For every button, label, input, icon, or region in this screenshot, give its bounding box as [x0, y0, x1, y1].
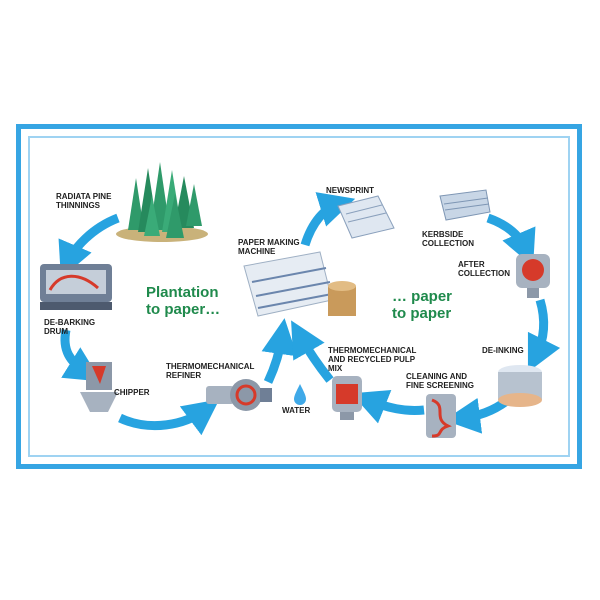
label-newsprint: NEWSPRINT [326, 186, 374, 195]
pine-trees-illustration [116, 162, 208, 242]
chipper-illustration [80, 362, 118, 412]
cleaning-screening-illustration [426, 394, 456, 438]
newsprint-illustration [337, 195, 395, 239]
label-paper-machine: PAPER MAKING MACHINE [238, 238, 300, 256]
label-after-collection: AFTER COLLECTION [458, 260, 510, 278]
deinking-tank [498, 365, 542, 407]
arrow-mix-to-machine [291, 320, 334, 383]
label-debarking-drum: DE-BARKING DRUM [44, 318, 96, 336]
label-thermo-refiner: THERMOMECHANICAL REFINER [166, 362, 255, 380]
label-kerbside: KERBSIDE COLLECTION [422, 230, 474, 248]
arrow-kerbside-to-after [486, 213, 536, 267]
after-collection-tank [516, 254, 550, 298]
label-cleaning: CLEANING AND FINE SCREENING [406, 372, 475, 390]
label-deinking: DE-INKING [482, 346, 524, 355]
label-radiata-pine: RADIATA PINE THINNINGS [56, 192, 112, 210]
kerbside-illustration [439, 189, 491, 221]
debarking-drum-illustration [40, 264, 112, 310]
water-drop-icon [294, 384, 306, 405]
paper-machine-illustration [243, 251, 356, 317]
arrow-cleaning-to-mix [351, 389, 425, 424]
pulp-mix-tank [332, 376, 362, 420]
arrow-machine-to-newsprint [300, 192, 356, 247]
arrow-drum-to-chipper [60, 329, 102, 382]
label-pulp-mix: THERMOMECHANICAL AND RECYCLED PULP MIX [328, 346, 417, 373]
arrow-chipper-to-refiner [118, 399, 220, 436]
arrow-refiner-to-machine [261, 318, 298, 384]
label-chipper: CHIPPER [114, 388, 150, 397]
arrow-trees-to-drum [58, 213, 120, 279]
title-plantation-to-paper: Plantation to paper… [146, 284, 221, 318]
arrow-after-to-deinking [527, 298, 561, 373]
refiner-illustration [206, 379, 272, 411]
label-water: WATER [282, 406, 311, 415]
title-paper-to-paper: … paper to paper [392, 288, 453, 322]
